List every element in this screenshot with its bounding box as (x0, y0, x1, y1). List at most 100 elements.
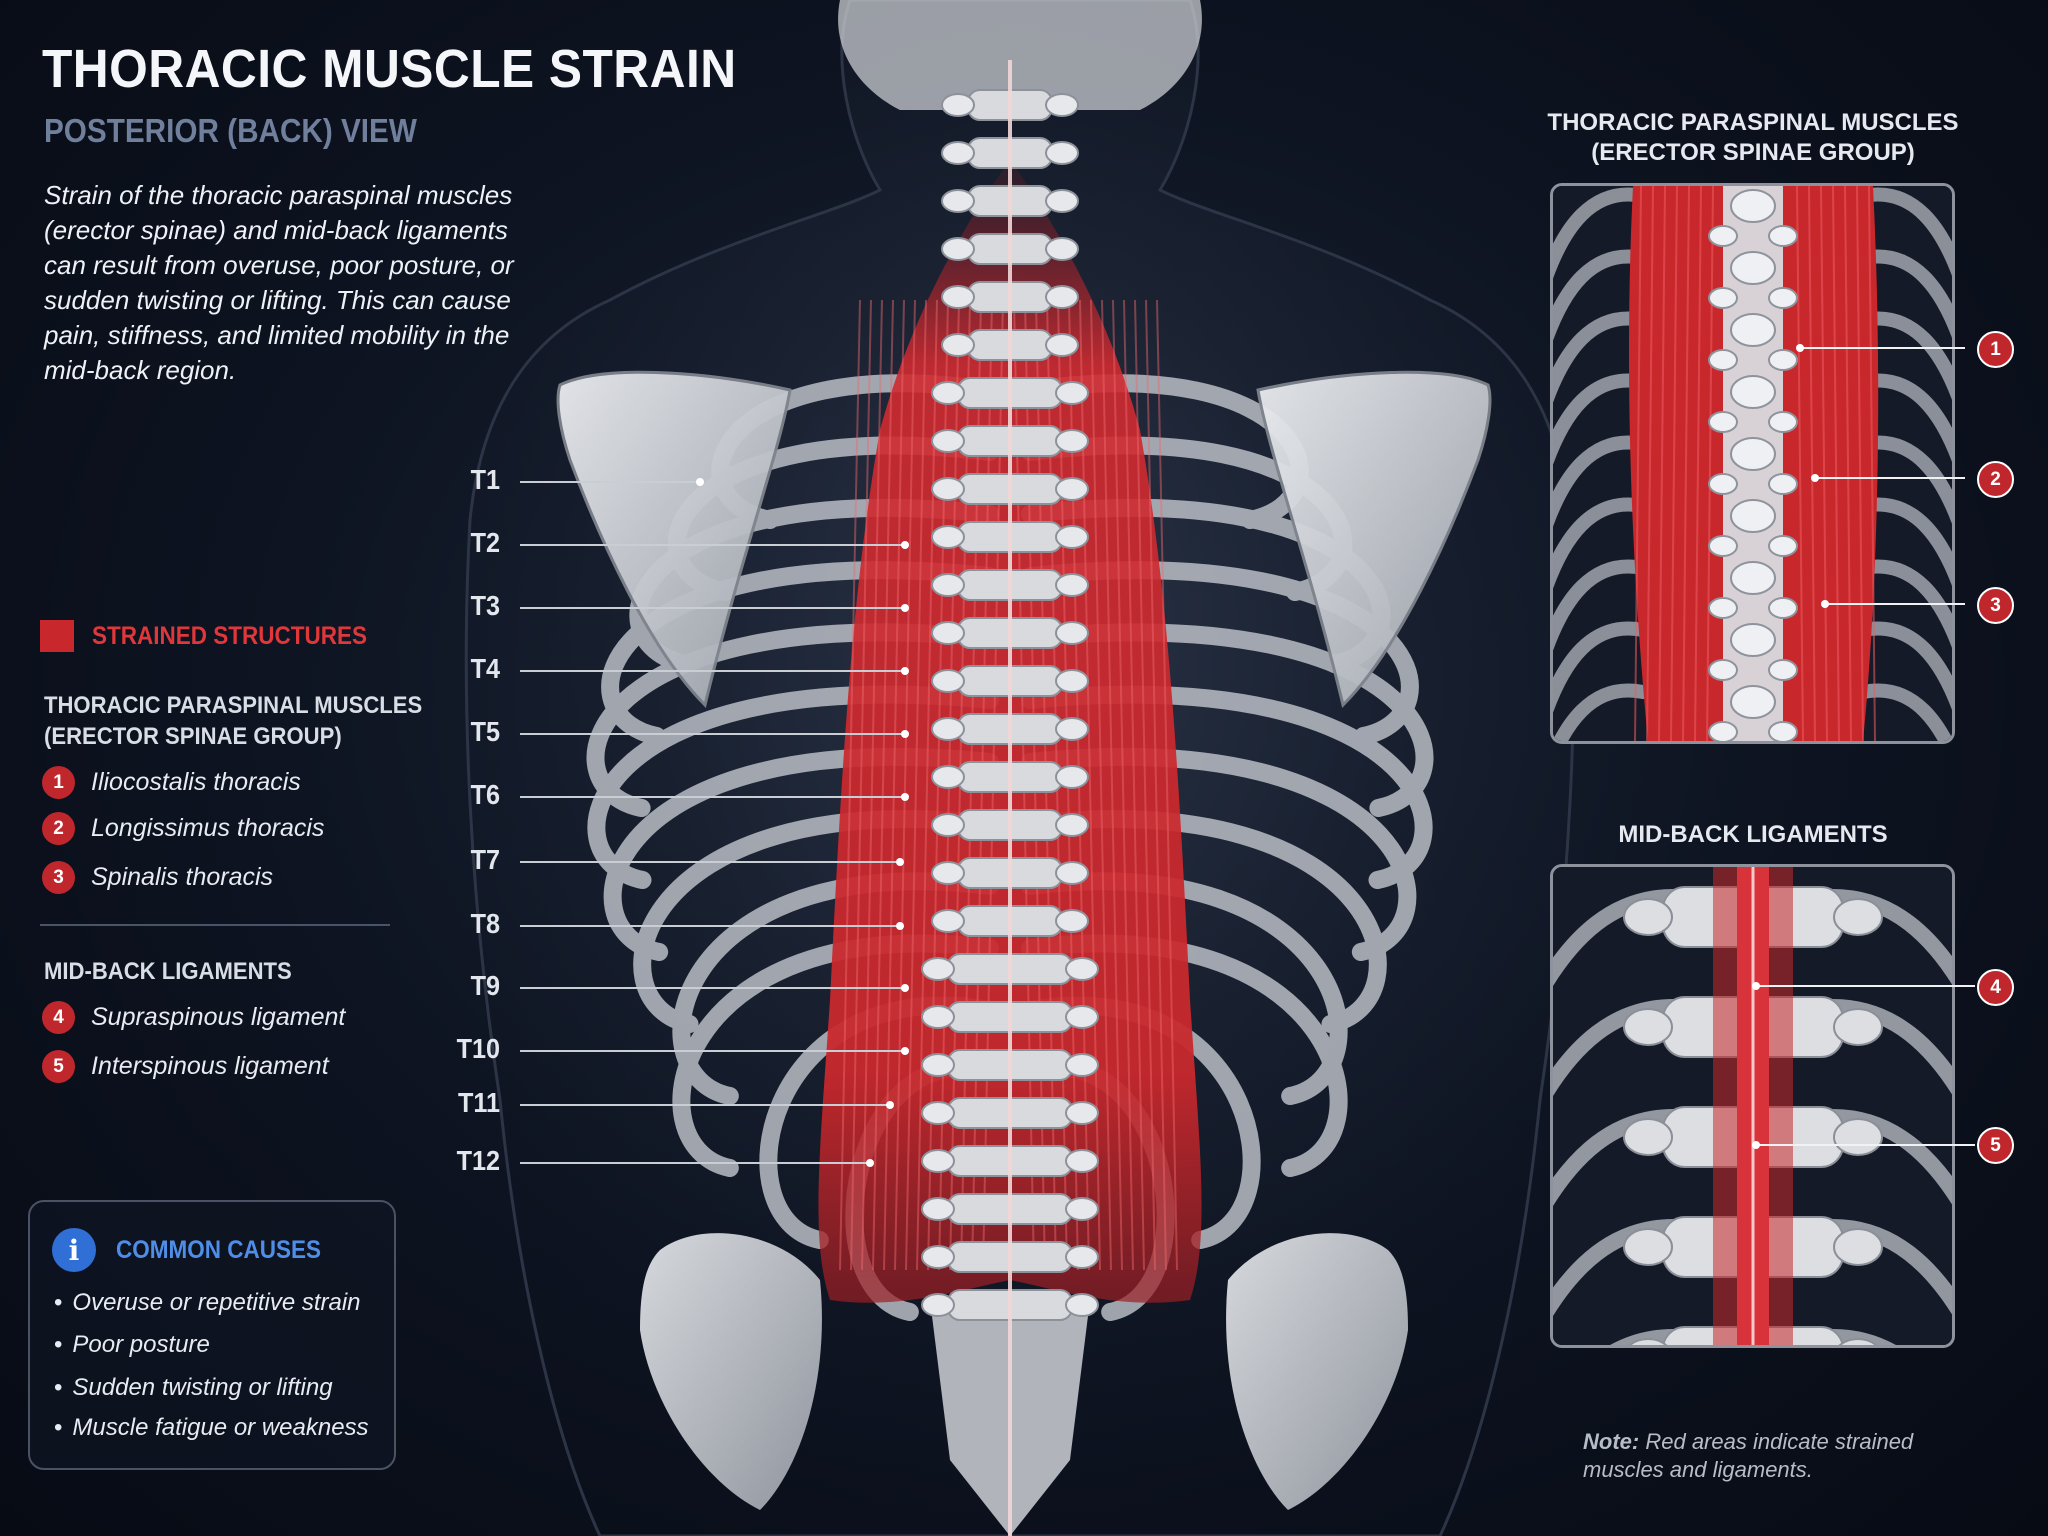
muscle-fiber (1123, 299, 1145, 1271)
inset-muscle-fiber (1868, 186, 1876, 741)
inset-muscle-fiber (1670, 186, 1678, 741)
vertebra-label-t4: T4 (470, 653, 500, 684)
vertebra-leader-dot (866, 1159, 874, 1167)
inset-muscle-fiber (1706, 186, 1714, 741)
transverse-process-left (941, 93, 975, 117)
muscle-fiber (1145, 299, 1167, 1271)
inset-rib-right (1856, 621, 1952, 710)
muscle-callout-lines (1796, 344, 1965, 608)
inset-muscle-fiber (1682, 186, 1690, 741)
transverse-process-left (921, 957, 955, 981)
transverse-process-right (1055, 813, 1089, 837)
inset-muscle-fiber (1820, 186, 1828, 741)
legend-divider (40, 924, 390, 926)
strain-color-swatch (40, 620, 74, 652)
transverse-process-right (1045, 189, 1079, 213)
transverse-process-right (1045, 285, 1079, 309)
inset-muscle-fiber (1844, 186, 1852, 741)
callout-badge-4: 4 (1977, 969, 2014, 1006)
inset-transverse-process (1768, 411, 1798, 433)
vertebra-leader-dot (901, 667, 909, 675)
vertebra-label-t10: T10 (456, 1033, 500, 1064)
vertebra-label-t1: T1 (470, 464, 500, 495)
inset-rib-left (1553, 621, 1650, 713)
info-icon: i (52, 1228, 96, 1272)
number-badge: 5 (42, 1050, 75, 1083)
cause-item: Muscle fatigue or weakness (54, 1414, 368, 1442)
transverse-process-right (1065, 1197, 1099, 1221)
inset-transverse-process (1768, 225, 1798, 247)
transverse-process-left (921, 1149, 955, 1173)
transverse-process-left (941, 237, 975, 261)
inset-muscle-fiber (1856, 186, 1864, 741)
ligament-group-title: MID-BACK LIGAMENTS (44, 958, 292, 985)
vertebra-leader-dot (901, 793, 909, 801)
transverse-process-right (1065, 957, 1099, 981)
inset-transverse-process (1623, 1008, 1673, 1046)
muscle-fiber (905, 299, 927, 1271)
transverse-process-left (941, 333, 975, 357)
muscle-fiber (872, 299, 894, 1271)
inset-transverse-process (1708, 349, 1738, 371)
inset-transverse-process (1768, 597, 1798, 619)
note-body: Red areas indicate strained muscles and … (1583, 1429, 1914, 1482)
inset-transverse-process (1833, 898, 1883, 936)
inset-rib-right (1856, 187, 1952, 276)
inset-transverse-process (1708, 473, 1738, 495)
transverse-process-right (1055, 381, 1089, 405)
transverse-process-left (931, 621, 965, 645)
callout-badge-3: 3 (1977, 587, 2014, 624)
transverse-process-right (1045, 237, 1079, 261)
ligament-callout-lines (1752, 982, 1975, 1149)
cause-item: Poor posture (54, 1331, 209, 1359)
transverse-process-left (941, 189, 975, 213)
vertebra-leader-dot (901, 1047, 909, 1055)
inset-transverse-process (1838, 1338, 1878, 1345)
inset-transverse-process (1768, 287, 1798, 309)
inset-rib-right (1856, 497, 1952, 586)
transverse-process-left (921, 1101, 955, 1125)
number-badge: 2 (42, 812, 75, 845)
vertebra-leader-dot (901, 541, 909, 549)
transverse-process-right (1065, 1101, 1099, 1125)
transverse-process-left (931, 669, 965, 693)
inset-rib-left (1553, 187, 1650, 279)
vertebra-leaders (520, 478, 909, 1167)
transverse-process-right (1045, 333, 1079, 357)
callout-badge-5: 5 (1977, 1127, 2014, 1164)
vertebra-label-t9: T9 (470, 970, 500, 1001)
muscle-fiber (850, 299, 872, 1271)
inset-transverse-process (1623, 1228, 1673, 1266)
inset-rib-left (1553, 249, 1650, 341)
transverse-process-left (931, 765, 965, 789)
transverse-process-left (931, 381, 965, 405)
inset-rib-left (1553, 497, 1650, 589)
transverse-process-right (1055, 525, 1089, 549)
transverse-process-left (931, 477, 965, 501)
vertebra-leader-dot (901, 604, 909, 612)
transverse-process-left (931, 525, 965, 549)
transverse-process-right (1065, 1293, 1099, 1317)
transverse-process-left (941, 285, 975, 309)
inset-transverse-process (1708, 597, 1738, 619)
rib-right (1021, 685, 1433, 889)
inset-muscle-fiber (1796, 186, 1804, 741)
inset-muscle-fiber (1634, 186, 1642, 741)
transverse-process-right (1065, 1053, 1099, 1077)
inset-spinous-process (1730, 499, 1776, 533)
vertebra-leader-dot (886, 1101, 894, 1109)
inset-muscle-fiber (1658, 186, 1666, 741)
callout-badge-1: 1 (1977, 331, 2014, 368)
inset-transverse-process (1708, 535, 1738, 557)
vertebra-leader-dot (901, 984, 909, 992)
inset-spinous-process (1730, 251, 1776, 285)
legend-item-interspinous: 5 Interspinous ligament (42, 1050, 329, 1083)
muscle-fiber (916, 299, 938, 1271)
muscle-fiber (1112, 299, 1134, 1271)
inset-rib-right (1856, 435, 1952, 524)
vertebra-label-t3: T3 (470, 590, 500, 621)
muscle-fiber (883, 299, 905, 1271)
legend-item-iliocostalis: 1 Iliocostalis thoracis (42, 766, 301, 799)
muscles-inset-image (1553, 186, 1952, 741)
inset-transverse-process (1833, 1008, 1883, 1046)
